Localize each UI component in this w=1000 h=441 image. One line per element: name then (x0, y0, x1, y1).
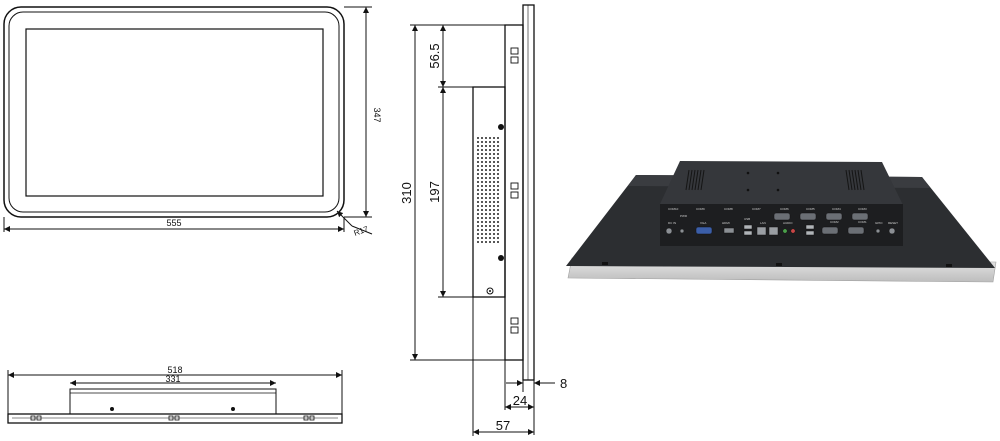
photo-mount-clips (602, 262, 952, 267)
photo-com-ports-row1 (773, 212, 869, 221)
svg-text:COM8: COM8 (724, 207, 733, 211)
side-vent-grid (477, 135, 501, 245)
bottom-view: 518 331 (7, 365, 343, 424)
bottom-outer-width-label: 518 (167, 365, 182, 375)
front-outer-bezel (3, 6, 345, 218)
side-bracket-height-label: 197 (427, 181, 442, 203)
svg-text:COM5: COM5 (806, 207, 815, 211)
svg-text:USB: USB (744, 217, 750, 221)
side-screw-top (498, 124, 504, 130)
svg-text:LAN: LAN (760, 221, 766, 225)
bottom-mount-slots (30, 415, 315, 421)
side-panel-depth-label: 8 (560, 376, 567, 391)
side-offset-label: 56.5 (427, 43, 442, 68)
svg-text:COM9: COM9 (696, 207, 705, 211)
bottom-box-outline (69, 388, 277, 415)
side-mount-clips (510, 47, 519, 334)
side-total-height-label: 310 (399, 182, 414, 204)
svg-text:AUDIO: AUDIO (783, 221, 793, 225)
svg-text:VGA: VGA (700, 221, 706, 225)
front-radius-label: R17 (353, 224, 370, 238)
photo-computer-box-top (660, 161, 903, 205)
svg-text:PWR: PWR (680, 214, 688, 218)
side-computer-box (472, 86, 506, 298)
side-screw-bottom (486, 287, 494, 295)
bottom-screw-left (110, 407, 114, 411)
svg-text:HDMI: HDMI (722, 221, 730, 225)
photo-computer-box-front (660, 204, 903, 246)
svg-text:COM3: COM3 (858, 207, 867, 211)
svg-text:COM6: COM6 (780, 207, 789, 211)
side-overall-depth-label: 57 (496, 418, 510, 433)
svg-text:COM7: COM7 (752, 207, 761, 211)
svg-text:RESET: RESET (888, 221, 898, 225)
svg-text:COM1: COM1 (858, 220, 867, 224)
svg-text:DC IN: DC IN (668, 221, 676, 225)
svg-text:COM10: COM10 (668, 207, 679, 211)
side-box-depth-label: 24 (513, 393, 527, 408)
bottom-screw-right (231, 407, 235, 411)
side-screw-mid (498, 255, 504, 261)
product-photo: COM10 COM9 COM8 COM7 COM6 COM5 COM4 COM3… (566, 161, 997, 283)
side-view: 310 56.5 197 8 24 57 (399, 4, 567, 436)
side-rear-frame (504, 24, 524, 361)
photo-io-ports-row2 (665, 224, 896, 236)
photo-top-vents (685, 169, 865, 191)
side-front-panel (522, 4, 535, 381)
front-screen-area (25, 28, 324, 197)
front-inner-bezel (8, 11, 340, 213)
svg-text:COM4: COM4 (832, 207, 841, 211)
bottom-inner-width-label: 331 (165, 374, 180, 384)
svg-text:GPIO: GPIO (875, 221, 883, 225)
front-view: 555 347 R17 (3, 6, 382, 238)
front-width-label: 555 (166, 218, 181, 228)
front-height-label: 347 (372, 107, 382, 122)
svg-text:COM2: COM2 (830, 220, 839, 224)
